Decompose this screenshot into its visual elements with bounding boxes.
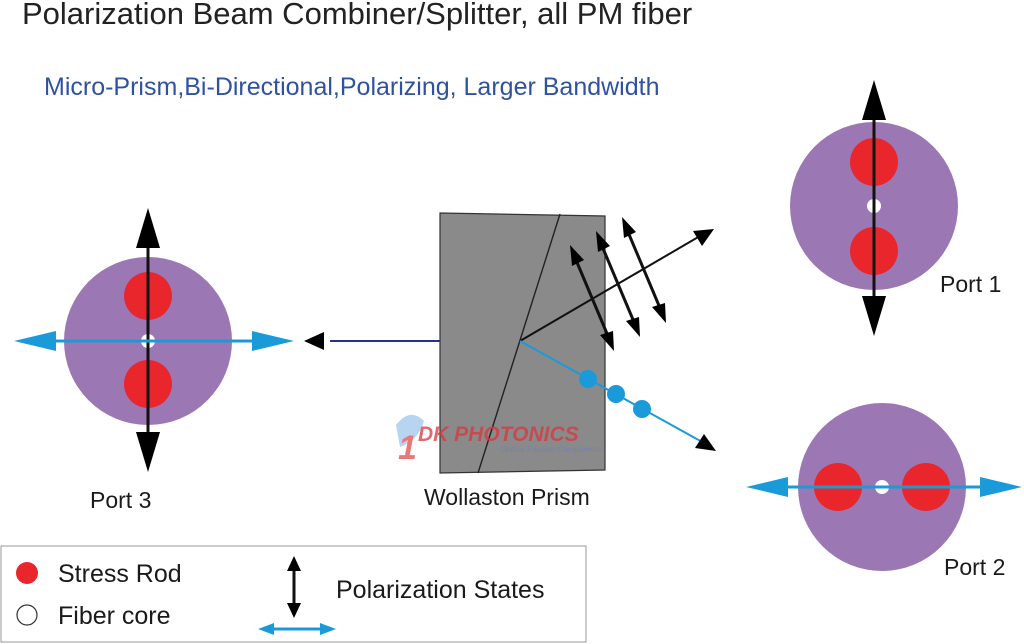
polarization-indicator-arrow bbox=[596, 231, 640, 337]
legend-stress-rod: Stress Rod bbox=[58, 560, 182, 588]
polarization-dot bbox=[633, 400, 651, 418]
port1-label: Port 1 bbox=[940, 271, 1001, 297]
polarization-dot bbox=[579, 370, 597, 388]
legend-fiber-core: Fiber core bbox=[58, 602, 171, 630]
legend: Stress Rod Fiber core Polarization State… bbox=[0, 545, 587, 643]
vertical-polarized-beam bbox=[519, 217, 714, 351]
watermark-tagline: Optical Passive Components bbox=[500, 445, 603, 454]
vertical-polarization-swatch bbox=[287, 556, 301, 618]
polarization-dot bbox=[607, 385, 625, 403]
horizontal-polarization-arrow bbox=[746, 477, 1022, 497]
polarization-indicator-arrow bbox=[622, 217, 666, 323]
port2-label: Port 2 bbox=[944, 554, 1005, 580]
port3-fiber bbox=[14, 208, 294, 472]
port3-label: Port 3 bbox=[90, 487, 151, 513]
horizontal-polarization-swatch bbox=[258, 623, 336, 635]
page-title: Polarization Beam Combiner/Splitter, all… bbox=[22, 0, 692, 31]
watermark-mark: 1 bbox=[398, 429, 417, 467]
fiber-core-swatch bbox=[16, 604, 38, 626]
watermark-brand: DK PHOTONICS bbox=[418, 423, 579, 446]
polarization-indicator-arrow bbox=[570, 245, 614, 351]
port1-fiber bbox=[790, 80, 958, 336]
subtitle: Micro-Prism,Bi-Directional,Polarizing, L… bbox=[44, 73, 660, 101]
horizontal-polarized-beam bbox=[519, 340, 716, 451]
vertical-polarization-arrow bbox=[862, 80, 886, 336]
horizontal-polarization-arrow bbox=[14, 331, 294, 351]
legend-polarization-states: Polarization States bbox=[336, 576, 544, 604]
port2-fiber bbox=[746, 403, 1022, 571]
prism-interface bbox=[477, 213, 561, 474]
prism-label: Wollaston Prism bbox=[424, 484, 590, 510]
dk-photonics-watermark: 1 DK PHOTONICS Optical Passive Component… bbox=[396, 414, 603, 467]
stress-rod-swatch bbox=[16, 562, 38, 584]
